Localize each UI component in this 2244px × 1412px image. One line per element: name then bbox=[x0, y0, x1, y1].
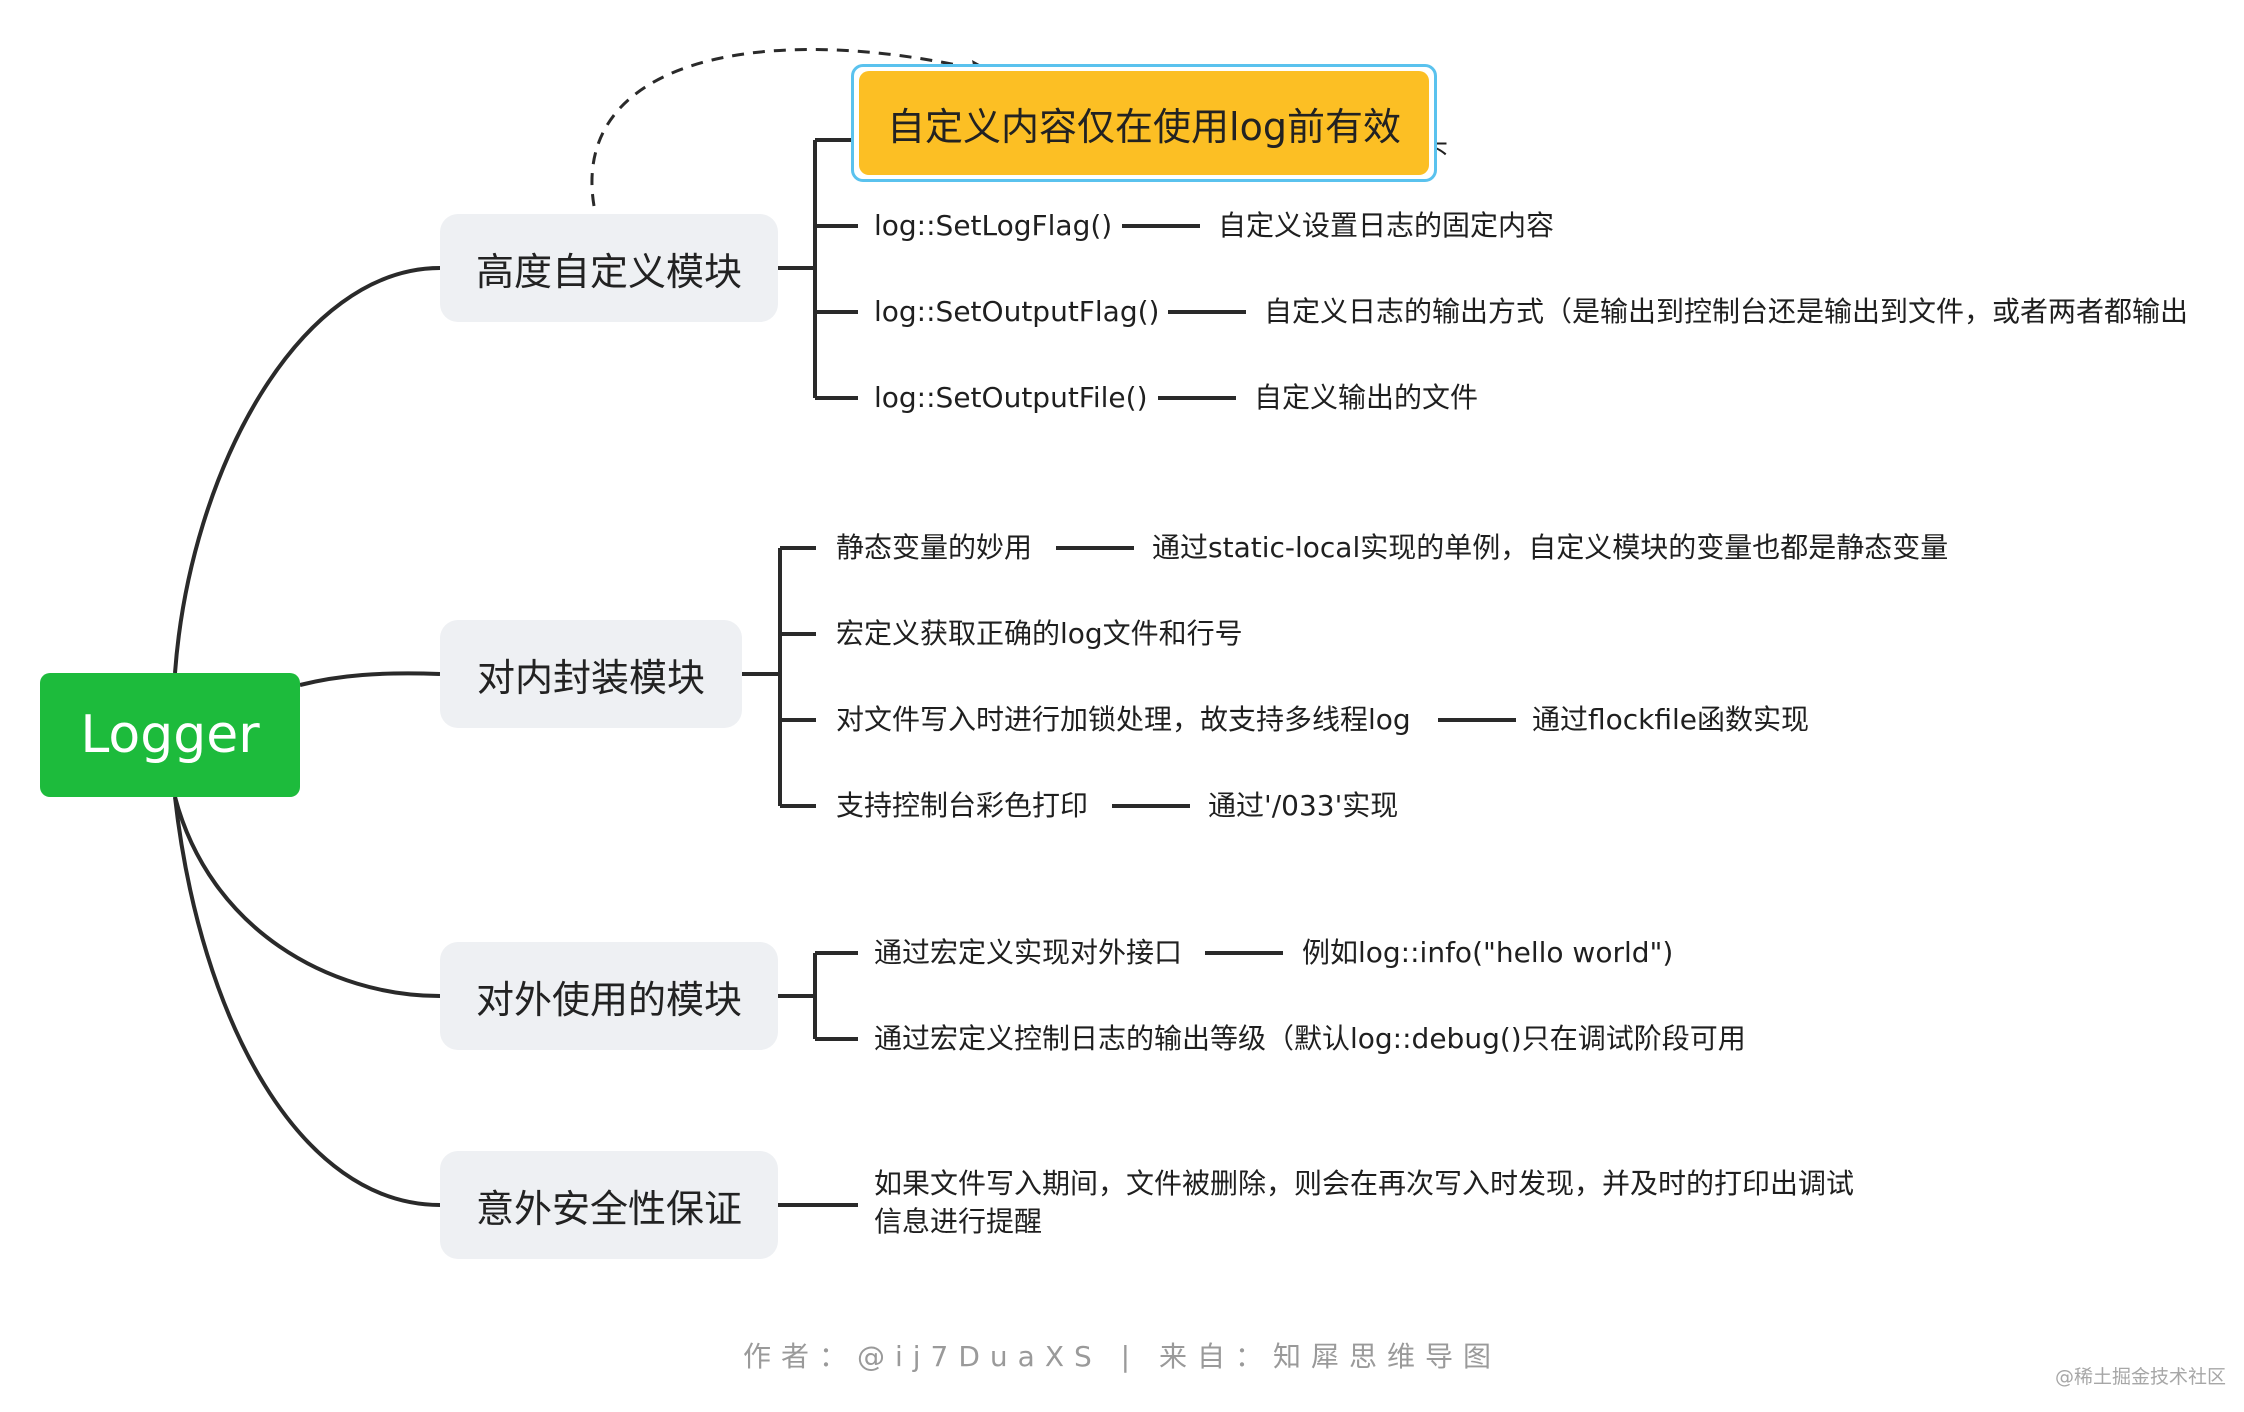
branch-node-internal[interactable]: 对内封装模块 bbox=[440, 620, 742, 728]
leaf-item[interactable]: log::SetOutputFlag() bbox=[874, 295, 1160, 328]
branch-label: 对内封装模块 bbox=[476, 655, 705, 700]
leaf-detail[interactable]: 通过'/033'实现 bbox=[1208, 789, 1399, 822]
root-node[interactable]: Logger bbox=[40, 673, 300, 797]
site-watermark: @稀土掘金技术社区 bbox=[2054, 1366, 2226, 1388]
branch-label: 高度自定义模块 bbox=[475, 249, 742, 294]
callout-label: 自定义内容仅在使用log前有效 bbox=[887, 104, 1401, 149]
bracket-b2 bbox=[742, 546, 816, 808]
leaf-item[interactable]: 通过宏定义控制日志的输出等级（默认log::debug()只在调试阶段可用 bbox=[874, 1022, 1746, 1055]
leaf-item[interactable]: 对文件写入时进行加锁处理，故支持多线程log bbox=[836, 703, 1411, 736]
branch-node-custom[interactable]: 高度自定义模块 bbox=[440, 214, 778, 322]
leaf-item[interactable]: log::SetLogFlag() bbox=[874, 209, 1113, 242]
connector-root-b1 bbox=[173, 266, 441, 674]
connector-root-b4 bbox=[173, 796, 441, 1207]
branch-node-external[interactable]: 对外使用的模块 bbox=[440, 942, 778, 1050]
leaf-detail[interactable]: 通过flockfile函数实现 bbox=[1532, 703, 1810, 736]
leaf-detail[interactable]: 例如log::info("hello world") bbox=[1302, 936, 1674, 969]
leaf-item[interactable]: 宏定义获取正确的log文件和行号 bbox=[836, 617, 1243, 650]
connector-root-b2 bbox=[299, 671, 441, 687]
connector-root-b3 bbox=[173, 796, 441, 998]
leaf-item[interactable]: 通过宏定义实现对外接口 bbox=[874, 936, 1183, 969]
leaf-detail[interactable]: 自定义设置日志的固定内容 bbox=[1218, 209, 1555, 242]
bracket-b1 bbox=[778, 138, 859, 400]
leaf-item[interactable]: log::SetOutputFile() bbox=[874, 381, 1148, 414]
leaf-detail[interactable]: 自定义日志的输出方式（是输出到控制台还是输出到文件，或者两者都输出 bbox=[1264, 295, 2189, 328]
branch-node-safety[interactable]: 意外安全性保证 bbox=[440, 1151, 778, 1259]
leaf-detail[interactable]: 自定义输出的文件 bbox=[1254, 381, 1479, 414]
branch-label: 意外安全性保证 bbox=[475, 1186, 742, 1231]
leaf-item[interactable]: 支持控制台彩色打印 bbox=[836, 789, 1089, 822]
leaf-item[interactable]: 静态变量的妙用 bbox=[836, 531, 1033, 564]
branch-label: 对外使用的模块 bbox=[475, 977, 742, 1022]
root-label: Logger bbox=[80, 705, 260, 765]
leaf-detail[interactable]: 通过static-local实现的单例，自定义模块的变量也都是静态变量 bbox=[1152, 531, 1949, 564]
bracket-b3 bbox=[778, 951, 858, 1041]
leaf-item[interactable]: 如果文件写入期间，文件被删除，则会在再次写入时发现，并及时的打印出调试信息进行提… bbox=[874, 1167, 1855, 1238]
author-footer: 作者：@ij7DuaXS | 来自：知犀思维导图 bbox=[742, 1340, 1502, 1373]
callout-note[interactable]: 自定义内容仅在使用log前有效 bbox=[859, 71, 1429, 175]
